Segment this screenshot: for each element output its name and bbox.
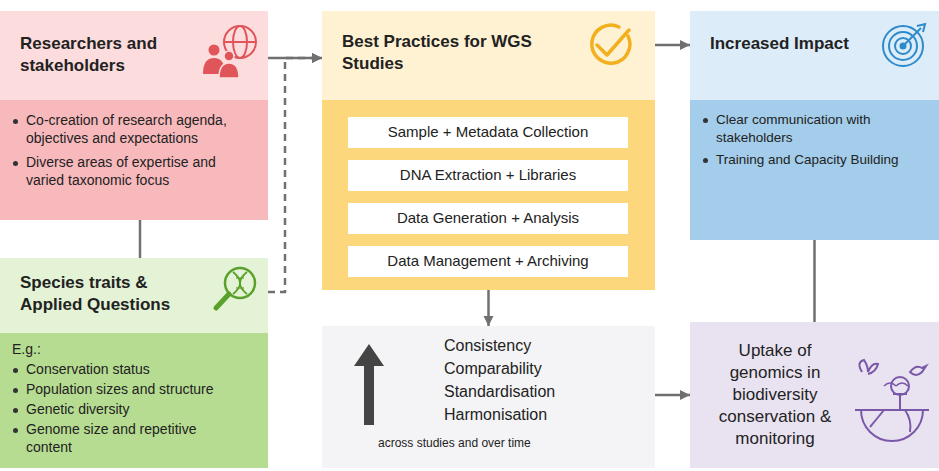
step-box: Data Management + Archiving [348, 246, 628, 277]
bullet-dot [703, 158, 708, 163]
flow-connector [139, 220, 142, 258]
flow-connector [655, 394, 690, 397]
box-heading: Species traits & Applied Questions [20, 272, 195, 316]
outcome-box: ConsistencyComparabilityStandardisationH… [322, 326, 655, 468]
note-text: across studies and over time [378, 436, 638, 452]
flow-connector [655, 44, 690, 47]
bullet-dot [703, 118, 708, 123]
flow-connector [268, 58, 322, 292]
outcome-text: Comparability [444, 359, 644, 380]
bullet-text: Diverse areas of expertise and varied ta… [26, 153, 252, 189]
magnifier-dna-icon [216, 268, 255, 308]
questions-box: Species traits & Applied QuestionsE.g.: C… [0, 258, 268, 468]
bullet-text: Conservation status [26, 360, 222, 378]
impact-box: Increased ImpactClear communication with… [690, 11, 939, 240]
intro-text: E.g.: [12, 340, 212, 358]
box-heading: Increased Impact [710, 33, 860, 55]
flow-connector [487, 290, 490, 326]
bullet-dot [13, 119, 18, 124]
step-text: DNA Extraction + Libraries [354, 165, 622, 185]
stakeholder-box: Researchers and stakeholdersCo-creation … [0, 11, 268, 220]
people-globe-icon [203, 26, 256, 78]
up-arrow [354, 344, 384, 425]
outcome-text: Standardisation [444, 382, 644, 403]
bullet-dot [13, 368, 18, 373]
bullet-text: Training and Capacity Building [716, 151, 917, 169]
bullet-dot [13, 408, 18, 413]
bullet-text: Population sizes and structure [26, 380, 222, 398]
outcome-text: Consistency [444, 336, 644, 357]
step-text: Data Generation + Analysis [354, 208, 622, 228]
bullet-dot [13, 161, 18, 166]
box-heading: Researchers and stakeholders [20, 33, 195, 77]
bullet-text: Co-creation of research agenda, objectiv… [26, 111, 252, 147]
uptake-box: Uptake of genomics in biodiversity conse… [690, 322, 939, 468]
step-box: Sample + Metadata Collection [348, 117, 628, 148]
bullet-dot [13, 388, 18, 393]
uptake-text: Uptake of genomics in biodiversity conse… [700, 340, 850, 450]
step-box: DNA Extraction + Libraries [348, 160, 628, 191]
step-text: Data Management + Archiving [354, 251, 622, 271]
step-text: Sample + Metadata Collection [354, 122, 622, 142]
step-box: Data Generation + Analysis [348, 203, 628, 234]
box-heading: Best Practices for WGS Studies [342, 31, 542, 75]
practices-box: Best Practices for WGS StudiesSample + M… [322, 11, 655, 290]
biodiversity-globe-icon [855, 360, 929, 441]
bullet-text: Genome size and repetitive content [26, 420, 222, 456]
target-icon [883, 24, 925, 66]
bullet-text: Clear communication with stakeholders [716, 111, 917, 146]
bullet-dot [13, 428, 18, 433]
bullet-text: Genetic diversity [26, 400, 222, 418]
flow-connector [813, 240, 816, 322]
check-icon [592, 25, 630, 63]
outcome-text: Harmonisation [444, 405, 644, 426]
